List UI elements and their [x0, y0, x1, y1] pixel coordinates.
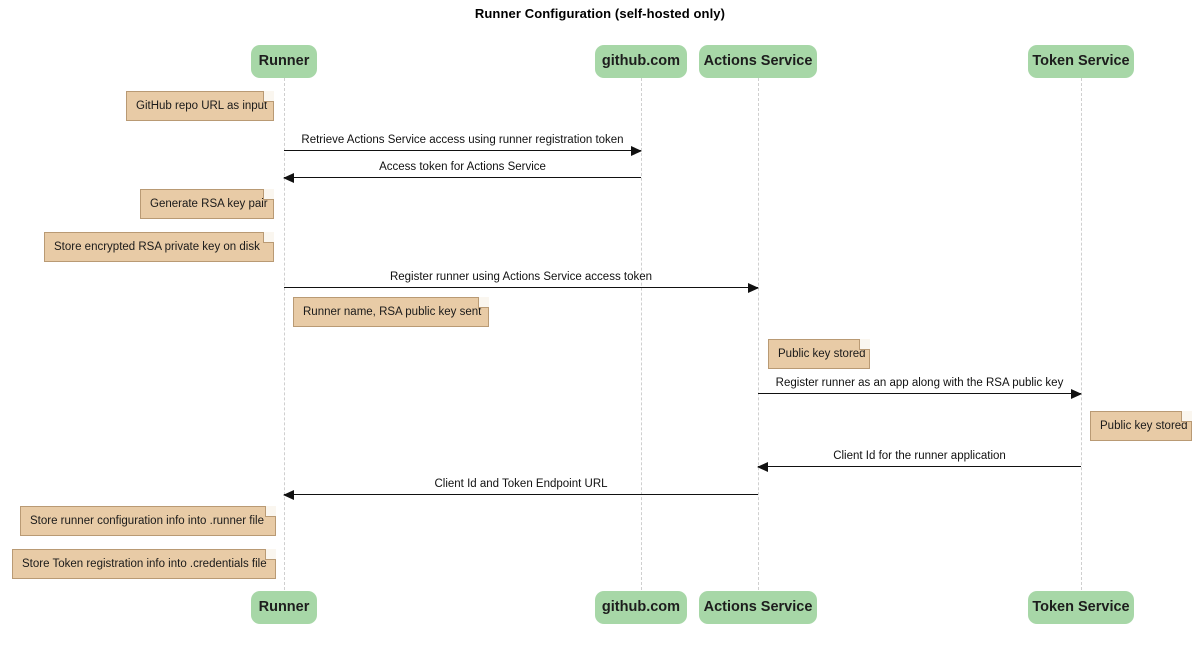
participant-label: github.com [601, 599, 681, 615]
note-fold-corner-icon [478, 297, 489, 308]
msg-register-runner-app-line [758, 389, 1082, 399]
participant-header-actions[interactable]: Actions Service [699, 45, 817, 78]
note-text: Public key stored [1100, 420, 1188, 432]
note-github-repo-url: GitHub repo URL as input [126, 91, 274, 121]
note-store-private-key: Store encrypted RSA private key on disk [44, 232, 274, 262]
msg-client-id-label: Client Id for the runner application [833, 450, 1006, 462]
participant-label: Token Service [1032, 53, 1130, 69]
msg-access-token-line [283, 173, 641, 183]
note-store-runner-config: Store runner configuration info into .ru… [20, 506, 276, 536]
participant-footer-actions[interactable]: Actions Service [699, 591, 817, 624]
msg-client-id-token-endpoint-line [283, 490, 758, 500]
participant-header-runner[interactable]: Runner [251, 45, 317, 78]
participant-footer-runner[interactable]: Runner [251, 591, 317, 624]
note-text: Store runner configuration info into .ru… [30, 515, 264, 527]
note-text: Runner name, RSA public key sent [303, 306, 482, 318]
participant-label: Runner [258, 599, 310, 615]
note-public-key-stored-1: Public key stored [768, 339, 870, 369]
note-text: Store encrypted RSA private key on disk [54, 241, 260, 253]
participant-label: Actions Service [703, 53, 813, 69]
lifeline-runner [284, 78, 285, 590]
note-text: Generate RSA key pair [150, 198, 268, 210]
msg-client-id-line [757, 462, 1081, 472]
arrowhead-left-icon [283, 490, 294, 500]
note-generate-rsa: Generate RSA key pair [140, 189, 274, 219]
msg-register-runner-label: Register runner using Actions Service ac… [389, 271, 653, 283]
note-fold-corner-icon [263, 189, 274, 200]
note-text: GitHub repo URL as input [136, 100, 268, 112]
msg-register-runner-line [284, 283, 759, 293]
lifeline-token [1081, 78, 1082, 590]
note-fold-corner-icon [1181, 411, 1192, 422]
participant-label: Actions Service [703, 599, 813, 615]
msg-retrieve-actions-access-line [284, 146, 642, 156]
participant-label: Token Service [1032, 599, 1130, 615]
participant-label: Runner [258, 53, 310, 69]
participant-header-github[interactable]: github.com [595, 45, 687, 78]
arrowhead-right-icon [631, 146, 642, 156]
note-fold-corner-icon [265, 549, 276, 560]
participant-footer-token[interactable]: Token Service [1028, 591, 1134, 624]
note-runner-name-pubkey: Runner name, RSA public key sent [293, 297, 489, 327]
arrowhead-right-icon [1071, 389, 1082, 399]
participant-header-token[interactable]: Token Service [1028, 45, 1134, 78]
msg-client-id-token-endpoint-label: Client Id and Token Endpoint URL [434, 478, 608, 490]
msg-access-token-label: Access token for Actions Service [379, 161, 546, 173]
note-fold-corner-icon [263, 232, 274, 243]
participant-label: github.com [601, 53, 681, 69]
note-store-token-reg: Store Token registration info into .cred… [12, 549, 276, 579]
note-fold-corner-icon [859, 339, 870, 350]
lifeline-actions [758, 78, 759, 590]
participant-footer-github[interactable]: github.com [595, 591, 687, 624]
note-text: Public key stored [778, 348, 866, 360]
msg-register-runner-app-label: Register runner as an app along with the… [775, 377, 1064, 389]
diagram-title: Runner Configuration (self-hosted only) [474, 6, 726, 21]
note-text: Store Token registration info into .cred… [22, 558, 267, 570]
arrowhead-left-icon [757, 462, 768, 472]
lifeline-github [641, 78, 642, 590]
arrowhead-left-icon [283, 173, 294, 183]
arrowhead-right-icon [748, 283, 759, 293]
note-fold-corner-icon [265, 506, 276, 517]
msg-retrieve-actions-access-label: Retrieve Actions Service access using ru… [301, 134, 624, 146]
note-public-key-stored-2: Public key stored [1090, 411, 1192, 441]
note-fold-corner-icon [263, 91, 274, 102]
